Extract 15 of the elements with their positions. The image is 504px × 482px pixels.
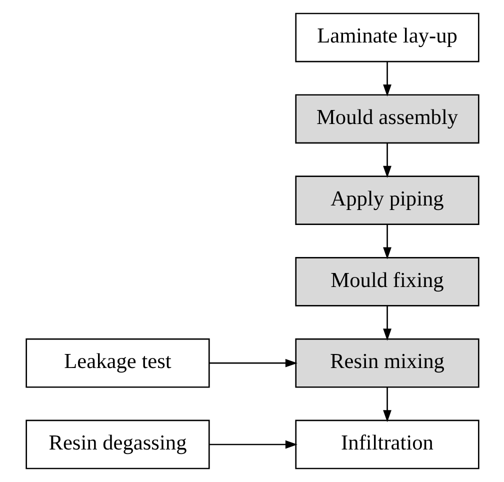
arrow [382, 224, 391, 260]
node-box: Apply piping [294, 176, 479, 225]
node-box: Leakage test [25, 338, 210, 388]
node-box: Laminate lay-up [294, 12, 479, 62]
arrow [382, 306, 391, 341]
arrow [382, 388, 391, 422]
node-box: Mould fixing [294, 257, 479, 306]
node-box: Mould assembly [294, 94, 479, 144]
node-box: Infiltration [294, 420, 479, 470]
arrow [382, 143, 391, 178]
arrow [382, 62, 391, 97]
arrow [208, 440, 297, 449]
arrow [208, 358, 297, 368]
node-box: Resin mixing [294, 338, 479, 388]
node-box: Resin degassing [25, 420, 210, 470]
